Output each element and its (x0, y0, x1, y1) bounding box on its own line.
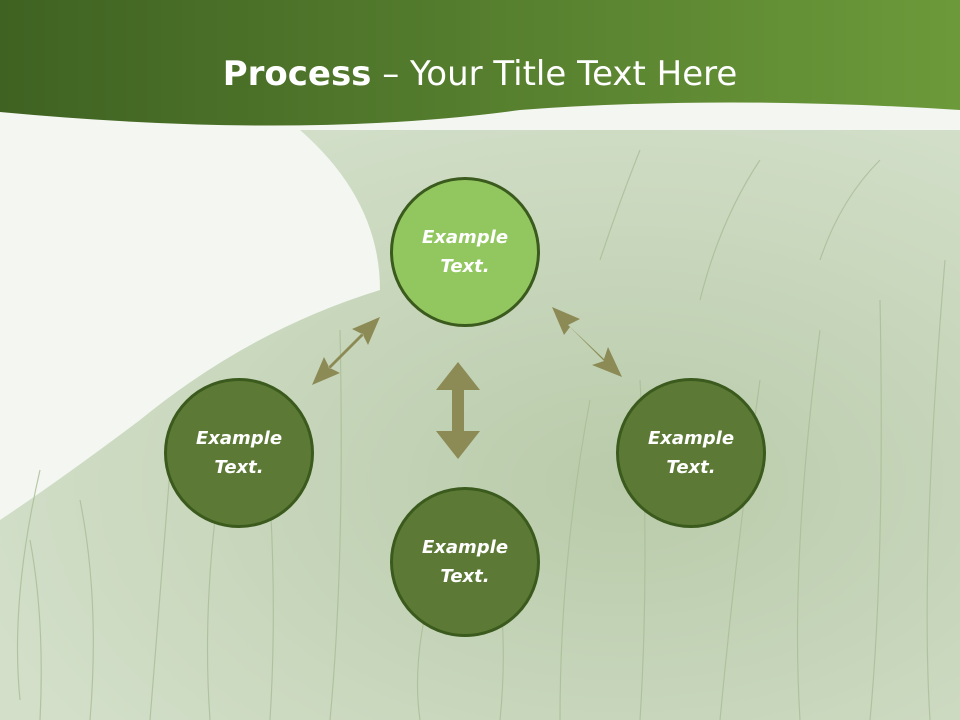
title-rest: – Your Title Text Here (371, 54, 738, 94)
node-left-text: Example Text. (195, 428, 283, 478)
double-arrow-top-right (552, 307, 622, 377)
process-node-right: Example Text. (616, 378, 766, 528)
header-band (0, 0, 960, 126)
process-node-top: Example Text. (390, 177, 540, 327)
grass-field (0, 130, 960, 720)
slide-title: Process – Your Title Text Here (0, 52, 960, 96)
grass-texture (16, 149, 946, 720)
node-bottom-text: Example Text. (421, 537, 509, 587)
double-arrow-vertical (436, 362, 480, 459)
node-right-text: Example Text. (647, 428, 735, 478)
node-top-text: Example Text. (421, 227, 509, 277)
title-bold: Process (222, 54, 372, 94)
process-node-left: Example Text. (164, 378, 314, 528)
process-node-bottom: Example Text. (390, 487, 540, 637)
double-arrow-top-left (312, 317, 380, 385)
